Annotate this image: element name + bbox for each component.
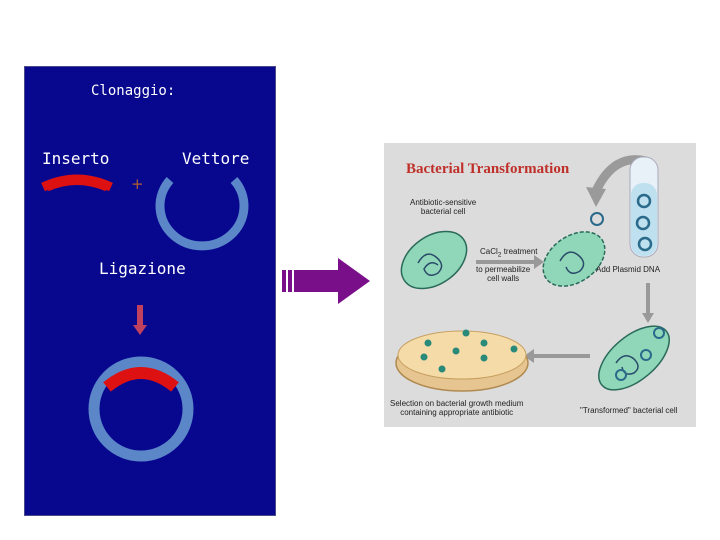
arrow-right-icon [476, 255, 544, 269]
insert-label: Inserto [42, 149, 110, 168]
arrow-down-icon [642, 283, 654, 323]
transformed-caption: "Transformed" bacterial cell [580, 406, 678, 415]
vector-plasmid-icon [155, 177, 249, 251]
caption-line: cell walls [487, 274, 520, 283]
test-tube-icon [629, 156, 659, 258]
treatment-prefix: CaCl [480, 247, 498, 256]
treatment-caption: CaCl2 treatment [480, 247, 538, 260]
caption-line: containing appropriate antibiotic [400, 408, 514, 417]
permeabilize-caption: to permeabilize cell walls [476, 265, 530, 283]
bacterial-transformation-figure: Bacterial Transformation Antibiotic-sens… [384, 143, 696, 427]
caption-line: bacterial cell [420, 207, 466, 216]
arrow-left-icon [524, 349, 590, 363]
cloning-panel: Clonaggio: Inserto Vettore + Ligazione [24, 66, 276, 516]
treatment-subscript: 2 [497, 251, 502, 259]
cloning-diagram [41, 174, 249, 462]
caption-line: to permeabilize [476, 265, 531, 274]
treatment-suffix: treatment [501, 247, 538, 256]
sensitive-cell-caption: Antibiotic-sensitive bacterial cell [410, 198, 476, 216]
permeabilized-cell-icon [542, 212, 606, 287]
petri-dish-icon [395, 329, 529, 392]
add-plasmid-caption: Add Plasmid DNA [596, 265, 661, 274]
figure-title: Bacterial Transformation [406, 161, 570, 177]
transformation-diagram [395, 155, 670, 392]
selection-caption: Selection on bacterial growth medium con… [390, 399, 523, 417]
plus-sign: + [131, 175, 144, 193]
right-arrow-icon [282, 258, 370, 304]
down-arrow-icon [133, 305, 147, 335]
transformed-cell-icon [598, 325, 670, 391]
sensitive-cell-icon [400, 230, 468, 290]
cloning-title: Clonaggio: [91, 83, 176, 99]
ligation-label: Ligazione [99, 259, 186, 278]
recombinant-plasmid-icon [88, 356, 194, 462]
vector-label: Vettore [182, 149, 250, 168]
caption-line: Antibiotic-sensitive [410, 198, 477, 207]
caption-line: Selection on bacterial growth medium [390, 399, 524, 408]
